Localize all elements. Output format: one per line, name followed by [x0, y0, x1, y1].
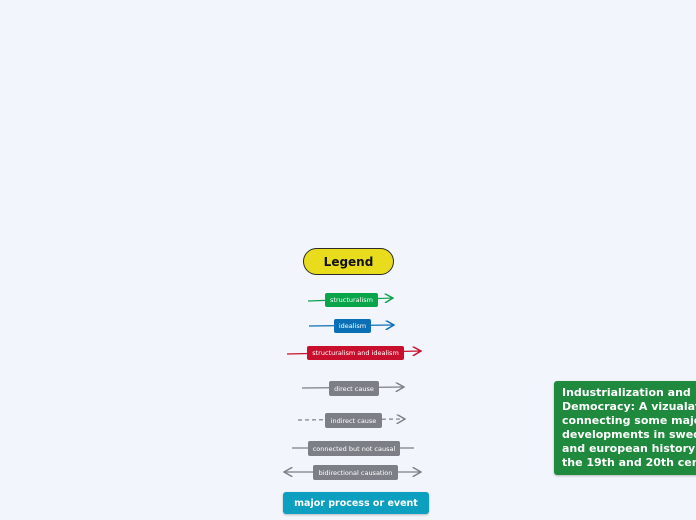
main-topic[interactable]: Industrialization and Democracy: A vizua… — [554, 381, 696, 475]
main-topic-line: connecting some majo — [562, 414, 696, 427]
main-topic-line: developments in swed — [562, 428, 696, 441]
main-topic-line: Industrialization and — [562, 386, 691, 399]
main-topic-line: and european history — [562, 442, 696, 455]
legend-connected-not-causal[interactable]: connected but not causal — [308, 441, 400, 456]
legend-direct-cause[interactable]: direct cause — [329, 381, 379, 396]
legend-major-process-or-event[interactable]: major process or event — [283, 492, 429, 514]
legend-structuralism-and-idealism[interactable]: structuralism and idealism — [307, 346, 404, 360]
legend-indirect-cause[interactable]: indirect cause — [325, 413, 382, 428]
main-topic-line: Democracy: A vizualat — [562, 400, 696, 413]
legend-idealism[interactable]: idealism — [334, 319, 371, 333]
legend-title[interactable]: Legend — [303, 248, 394, 275]
main-topic-line: the 19th and 20th cen — [562, 456, 696, 469]
indirect-cause-arrow — [297, 419, 405, 420]
legend-structuralism[interactable]: structuralism — [325, 293, 378, 307]
legend-bidirectional-causation[interactable]: bidirectional causation — [313, 465, 398, 480]
